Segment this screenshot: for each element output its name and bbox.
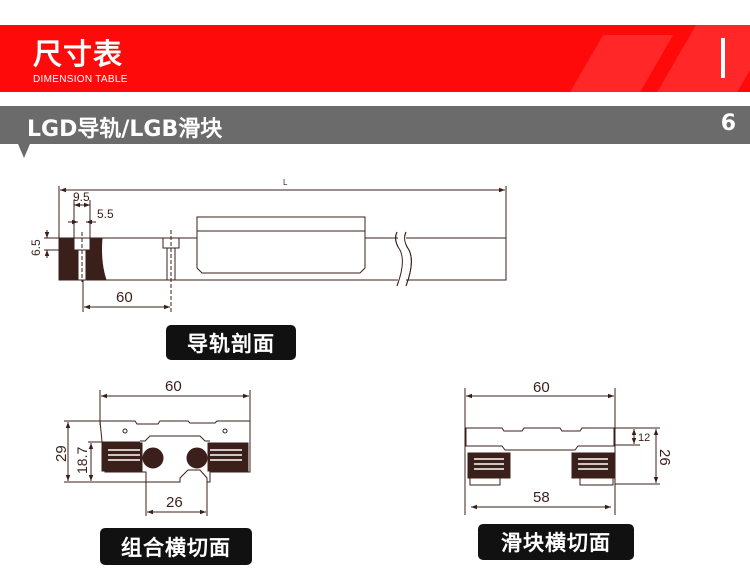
- block-drawing: 60 12 26 58: [464, 379, 673, 515]
- assembly-drawing: 60 29 18.7 26: [53, 378, 251, 516]
- dim-assembly-width: 60: [165, 378, 182, 395]
- assembly-section-label: 组合横切面: [100, 528, 252, 565]
- rail-drawing: L 9.5 5.5 6.5 60: [29, 178, 507, 312]
- dim-rail-width: 26: [166, 494, 183, 511]
- header-banner: 尺寸表 DIMENSION TABLE: [0, 25, 750, 92]
- dim-hole: 5.5: [97, 207, 114, 221]
- dim-length: L: [283, 178, 288, 187]
- dim-assembly-height: 29: [53, 445, 70, 462]
- section-pointer: [18, 144, 30, 158]
- section-title: LGD导轨/LGB滑块: [27, 117, 223, 142]
- rail-section-label: 导轨剖面: [166, 325, 296, 360]
- page-subtitle: DIMENSION TABLE: [33, 74, 128, 85]
- dim-block-inner-width: 58: [533, 489, 550, 506]
- page-title: 尺寸表: [33, 37, 124, 71]
- dim-block-height: 26: [656, 449, 673, 466]
- dim-block-top: 12: [638, 432, 650, 444]
- dim-block-width: 60: [533, 379, 550, 396]
- dim-depth: 6.5: [29, 239, 43, 256]
- section-bar: LGD导轨/LGB滑块 6: [0, 106, 750, 144]
- dim-pitch: 60: [116, 289, 133, 306]
- dim-counterbore: 9.5: [73, 190, 90, 204]
- block-section-label: 滑块横切面: [478, 524, 634, 560]
- section-number: 6: [720, 111, 736, 136]
- dim-rail-height: 18.7: [74, 447, 90, 474]
- header-accent-bar: [721, 38, 725, 78]
